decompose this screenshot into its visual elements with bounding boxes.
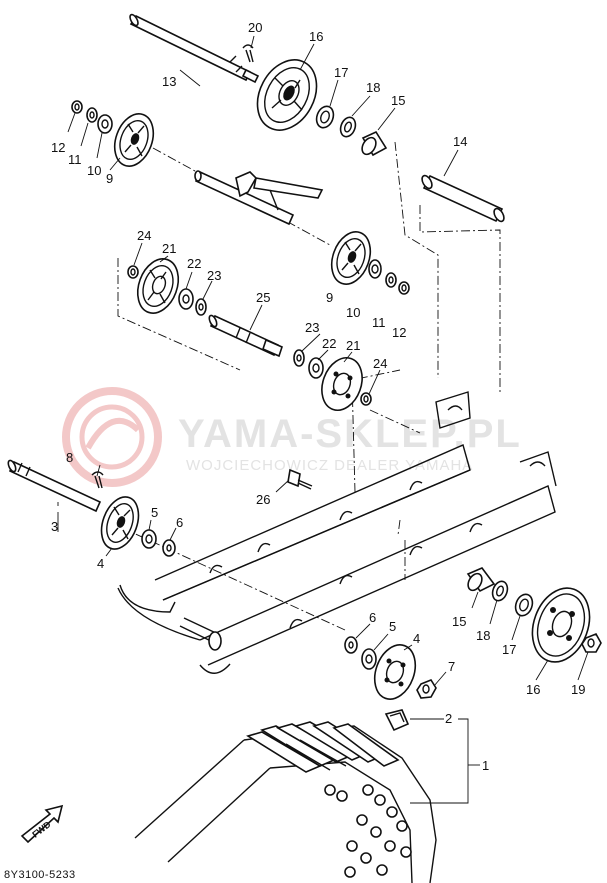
callout-21: 21	[346, 338, 360, 353]
callout-2: 2	[445, 711, 452, 726]
part-9-wheel-upper-left	[113, 113, 155, 167]
slide-rail-frame	[117, 391, 557, 674]
callout-17: 17	[502, 642, 516, 657]
part-10-bearing-upper-left	[97, 114, 113, 134]
part-4-wheel-left	[100, 496, 140, 550]
part-12-nut-right	[398, 281, 410, 295]
part-3-shaft	[7, 459, 102, 513]
callout-25: 25	[256, 290, 270, 305]
part-25-axle	[208, 314, 283, 358]
callout-5: 5	[151, 505, 158, 520]
part-19-nut	[581, 632, 602, 653]
callout-9: 9	[106, 171, 113, 186]
part-12-nut-upper-left	[71, 100, 83, 114]
part-13-shaft	[129, 13, 260, 84]
part-16-wheel-lower	[531, 587, 591, 663]
part-11-washer-upper-left	[86, 107, 98, 123]
watermark: YAMA-SKLEP.PL WOJCIECHOWICZ DEALER YAMAH…	[62, 387, 522, 487]
callout-4: 4	[97, 556, 104, 571]
callout-11: 11	[68, 152, 82, 167]
part-6-nut-lower	[344, 636, 358, 654]
part-10-bearing-right	[368, 259, 382, 279]
assembly-guide-lines	[104, 141, 501, 631]
part-17-bearing-lower	[514, 593, 534, 617]
part-23-spacer-left	[195, 298, 207, 316]
diagram-code: 8Y3100-5233	[4, 869, 76, 881]
part-4-wheel-lower	[373, 644, 417, 700]
callout-4: 4	[413, 631, 420, 646]
callout-22: 22	[322, 336, 336, 351]
part-18-ring-top	[339, 116, 357, 138]
callout-9: 9	[326, 290, 333, 305]
callout-1: 1	[482, 758, 489, 773]
callout-5: 5	[389, 619, 396, 634]
watermark-logo-icon	[62, 387, 162, 487]
callout-14: 14	[453, 134, 467, 149]
callout-15: 15	[391, 93, 405, 108]
part-22-bearing-left	[178, 288, 194, 310]
callout-6: 6	[369, 610, 376, 625]
callout-19: 19	[571, 682, 585, 697]
part-23-spacer-right	[293, 349, 305, 367]
fwd-arrow-icon: FWD	[20, 804, 64, 844]
callout-labels: 20 16 13 17 18 15 12 11 10 9 14 24 21 22…	[51, 20, 585, 773]
part-1-track	[134, 721, 437, 883]
part-2-clip	[384, 709, 410, 732]
callout-11: 11	[372, 315, 386, 330]
part-16-wheel-top	[256, 59, 318, 131]
part-9-wheel-right	[330, 231, 372, 285]
callout-24: 24	[373, 356, 387, 371]
callout-26: 26	[256, 492, 270, 507]
upper-arm-bracket	[194, 170, 324, 226]
part-14-tube	[421, 174, 505, 223]
part-26-bolt	[287, 468, 313, 490]
callout-13: 13	[162, 74, 176, 89]
callout-24: 24	[137, 228, 151, 243]
callout-22: 22	[187, 256, 201, 271]
callout-16: 16	[526, 682, 540, 697]
callout-6: 6	[176, 515, 183, 530]
part-24-nut-right	[360, 392, 372, 406]
part-15-collar-lower	[466, 567, 496, 593]
callout-8: 8	[66, 450, 73, 465]
callout-18: 18	[366, 80, 380, 95]
callout-10: 10	[346, 305, 360, 320]
part-22-bearing-right	[308, 357, 324, 379]
callout-20: 20	[248, 20, 262, 35]
callout-7: 7	[448, 659, 455, 674]
part-21-wheel-right	[321, 357, 363, 411]
callout-23: 23	[207, 268, 221, 283]
watermark-dealer: WOJCIECHOWICZ DEALER YAMAHA	[186, 457, 473, 474]
leader-lines	[57, 35, 589, 804]
callout-3: 3	[51, 519, 58, 534]
callout-12: 12	[51, 140, 65, 155]
callout-15: 15	[452, 614, 466, 629]
callout-17: 17	[334, 65, 348, 80]
part-20-pin	[242, 44, 254, 63]
part-5-bearing-left	[141, 529, 157, 549]
part-17-bearing-top	[315, 105, 335, 129]
watermark-brand: YAMA-SKLEP.PL	[178, 412, 522, 456]
part-7-nut	[416, 679, 437, 699]
callout-16: 16	[309, 29, 323, 44]
part-15-collar-top	[361, 130, 388, 157]
part-6-nut-left	[162, 539, 176, 557]
callout-18: 18	[476, 628, 490, 643]
part-5-bearing-lower	[361, 648, 377, 670]
callout-21: 21	[162, 241, 176, 256]
callout-10: 10	[87, 163, 101, 178]
callout-12: 12	[392, 325, 406, 340]
part-24-nut-left	[127, 265, 139, 279]
part-11-washer-right	[385, 272, 397, 288]
callout-23: 23	[305, 320, 319, 335]
part-21-wheel-left	[136, 258, 180, 314]
